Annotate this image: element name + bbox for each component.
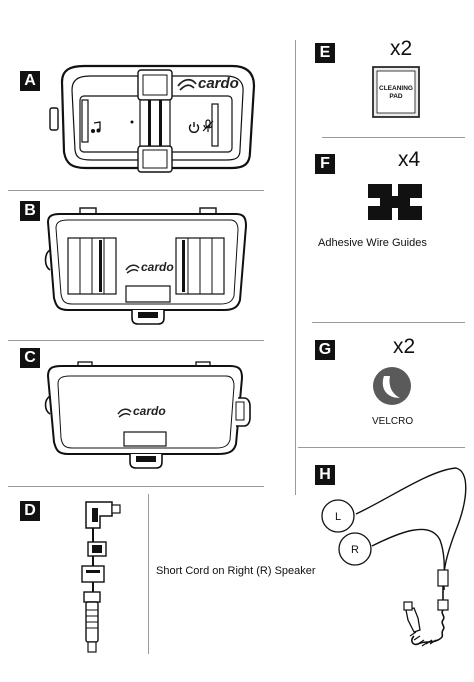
divider-a-b (8, 190, 264, 191)
item-d-caption: Short Cord on Right (R) Speaker (156, 565, 316, 577)
label-c: C (20, 348, 40, 368)
left-speaker-icon (321, 499, 355, 533)
item-g-caption: VELCRO (372, 416, 414, 427)
svg-text:cardo: cardo (141, 260, 174, 274)
label-b: B (20, 201, 40, 221)
right-speaker-label: R (351, 544, 359, 556)
divider-d-caption (148, 494, 149, 654)
svg-text:cardo: cardo (133, 404, 166, 418)
right-speaker-icon (338, 532, 372, 566)
music-note-icon (91, 121, 101, 133)
item-g-quantity: x2 (393, 335, 416, 358)
item-a-logo: cardo (177, 75, 239, 92)
item-c-logo: cardo (117, 404, 166, 418)
label-f: F (315, 154, 335, 174)
divider-left-right (295, 40, 296, 495)
divider-g-h (298, 447, 465, 448)
svg-text:cardo: cardo (198, 75, 239, 92)
left-speaker-label: L (335, 511, 341, 523)
divider-e-f (322, 137, 465, 138)
item-g-velcro-disc (373, 367, 411, 405)
power-icon (188, 122, 200, 133)
label-g: G (315, 340, 335, 360)
item-e-quantity: x2 (390, 37, 413, 60)
mic-mute-icon (202, 119, 214, 132)
svg-text:CLEANING: CLEANING (379, 85, 413, 92)
label-e: E (315, 43, 335, 63)
divider-b-c (8, 340, 264, 341)
item-f-quantity: x4 (398, 148, 421, 171)
label-h: H (315, 465, 335, 485)
item-b-logo: cardo (125, 260, 174, 274)
divider-c-d (8, 486, 264, 487)
item-f-wire-guide (368, 184, 422, 220)
svg-text:PAD: PAD (389, 93, 403, 100)
label-d: D (20, 501, 40, 521)
label-a: A (20, 71, 40, 91)
item-e-cleaning-pad: CLEANING PAD (372, 66, 420, 118)
item-f-caption: Adhesive Wire Guides (318, 237, 427, 249)
divider-f-g (312, 322, 465, 323)
